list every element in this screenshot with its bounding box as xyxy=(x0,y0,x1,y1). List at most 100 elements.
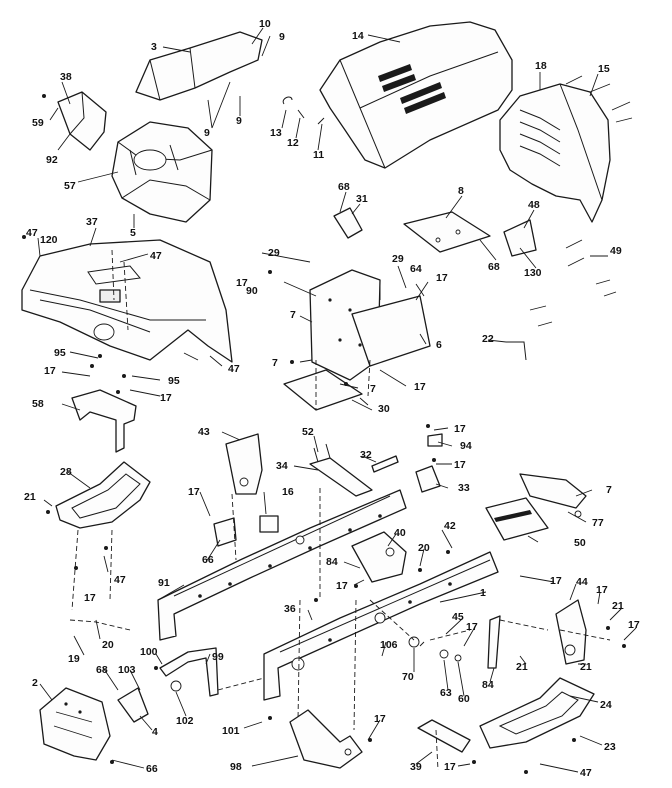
assembly-dashed-lines xyxy=(69,249,611,771)
callout-21a: 21 xyxy=(24,491,36,503)
callout-4: 4 xyxy=(152,726,158,738)
callout-43: 43 xyxy=(198,426,210,438)
callout-63: 63 xyxy=(440,687,452,699)
callout-9a: 9 xyxy=(279,31,285,43)
callout-2: 2 xyxy=(32,677,38,689)
callout-22: 22 xyxy=(482,333,494,345)
callout-47b: 47 xyxy=(150,250,162,262)
lever-part xyxy=(159,647,219,697)
callout-11: 11 xyxy=(313,149,324,161)
callout-7d: 7 xyxy=(606,484,612,496)
callout-17p: 17 xyxy=(444,761,456,773)
fastener-icons xyxy=(22,94,626,774)
callout-29b: 29 xyxy=(392,253,404,265)
callout-17d: 17 xyxy=(414,381,426,393)
hood-clip-parts xyxy=(282,96,325,125)
seat-bracket-part xyxy=(71,389,137,453)
bracket-plate-part xyxy=(57,91,107,151)
callout-18: 18 xyxy=(535,60,547,72)
front-plate-50 xyxy=(485,497,549,541)
dash-housing-part xyxy=(111,121,213,223)
callout-7b: 7 xyxy=(272,357,278,369)
callout-48: 48 xyxy=(528,199,540,211)
callout-106: 106 xyxy=(380,639,398,651)
hood-part xyxy=(319,21,513,169)
callout-8: 8 xyxy=(458,185,464,197)
callout-15: 15 xyxy=(598,63,610,75)
leader-lines xyxy=(37,27,637,773)
callout-52: 52 xyxy=(302,426,314,438)
front-plate-77 xyxy=(519,473,587,518)
callout-10: 10 xyxy=(259,18,271,30)
callout-7a: 7 xyxy=(290,309,296,321)
callout-38: 38 xyxy=(60,71,72,83)
callout-21b: 21 xyxy=(612,600,624,612)
callout-70: 70 xyxy=(402,671,414,683)
callout-23: 23 xyxy=(604,741,616,753)
callout-84b: 84 xyxy=(482,679,494,691)
callout-17g: 17 xyxy=(454,459,466,471)
callout-57: 57 xyxy=(64,180,76,192)
callout-68a: 68 xyxy=(338,181,350,193)
bracket-39-part xyxy=(417,719,471,753)
mount-plate-8 xyxy=(403,211,491,253)
callout-45: 45 xyxy=(452,611,464,623)
callout-66: 66 xyxy=(202,554,214,566)
pin-22-part xyxy=(506,341,527,361)
callout-17i: 17 xyxy=(336,580,348,592)
callout-32: 32 xyxy=(360,449,372,461)
grille-housing-part xyxy=(499,75,633,223)
callout-98: 98 xyxy=(230,761,242,773)
callout-40: 40 xyxy=(394,527,406,539)
callout-77: 77 xyxy=(592,517,604,529)
callout-16: 16 xyxy=(282,486,294,498)
link-bar-part xyxy=(309,443,373,497)
callout-37: 37 xyxy=(86,216,98,228)
callout-92: 92 xyxy=(46,154,58,166)
bracket-4-part xyxy=(117,687,149,723)
frame-right-rail-part xyxy=(263,551,499,701)
battery-box-part xyxy=(309,269,431,381)
callout-17c: 17 xyxy=(44,365,56,377)
callout-58: 58 xyxy=(32,398,44,410)
bracket-48 xyxy=(503,219,537,257)
callout-17l: 17 xyxy=(596,584,608,596)
callout-21d: 21 xyxy=(580,661,592,673)
callout-14: 14 xyxy=(352,30,364,42)
callout-120: 120 xyxy=(40,234,58,246)
callout-34: 34 xyxy=(276,460,288,472)
callout-91: 91 xyxy=(158,577,170,589)
mount-plate-31 xyxy=(333,207,363,239)
callout-9b: 9 xyxy=(204,127,210,139)
callout-labels: 3 10 9 9 9 14 18 15 38 59 92 57 5 13 12 … xyxy=(24,18,640,779)
callout-50: 50 xyxy=(574,537,586,549)
callout-102: 102 xyxy=(176,715,194,727)
callout-17e: 17 xyxy=(160,392,172,404)
callout-12: 12 xyxy=(287,137,299,149)
callout-47e: 47 xyxy=(580,767,592,779)
footrest-left-part xyxy=(55,461,151,529)
callout-21c: 21 xyxy=(516,661,528,673)
callout-39: 39 xyxy=(410,761,422,773)
callout-60: 60 xyxy=(458,693,470,705)
callout-17n: 17 xyxy=(628,619,640,631)
bracket-49 xyxy=(529,239,617,327)
callout-20b: 20 xyxy=(102,639,114,651)
callout-130: 130 xyxy=(524,267,542,279)
hood-grille-vents xyxy=(378,64,446,114)
callout-99: 99 xyxy=(212,651,224,663)
callout-68b: 68 xyxy=(488,261,500,273)
callout-13: 13 xyxy=(270,127,282,139)
callout-103: 103 xyxy=(118,664,136,676)
callout-20a: 20 xyxy=(418,542,430,554)
bracket-40-part xyxy=(351,531,407,583)
callout-5: 5 xyxy=(130,227,136,239)
bracket-43-part xyxy=(225,433,263,495)
bracket-2-part xyxy=(39,687,111,761)
rod-part xyxy=(487,615,501,669)
callout-7c: 7 xyxy=(370,383,376,395)
callout-49: 49 xyxy=(610,245,622,257)
callout-17f: 17 xyxy=(454,423,466,435)
callout-9c: 9 xyxy=(236,115,242,127)
